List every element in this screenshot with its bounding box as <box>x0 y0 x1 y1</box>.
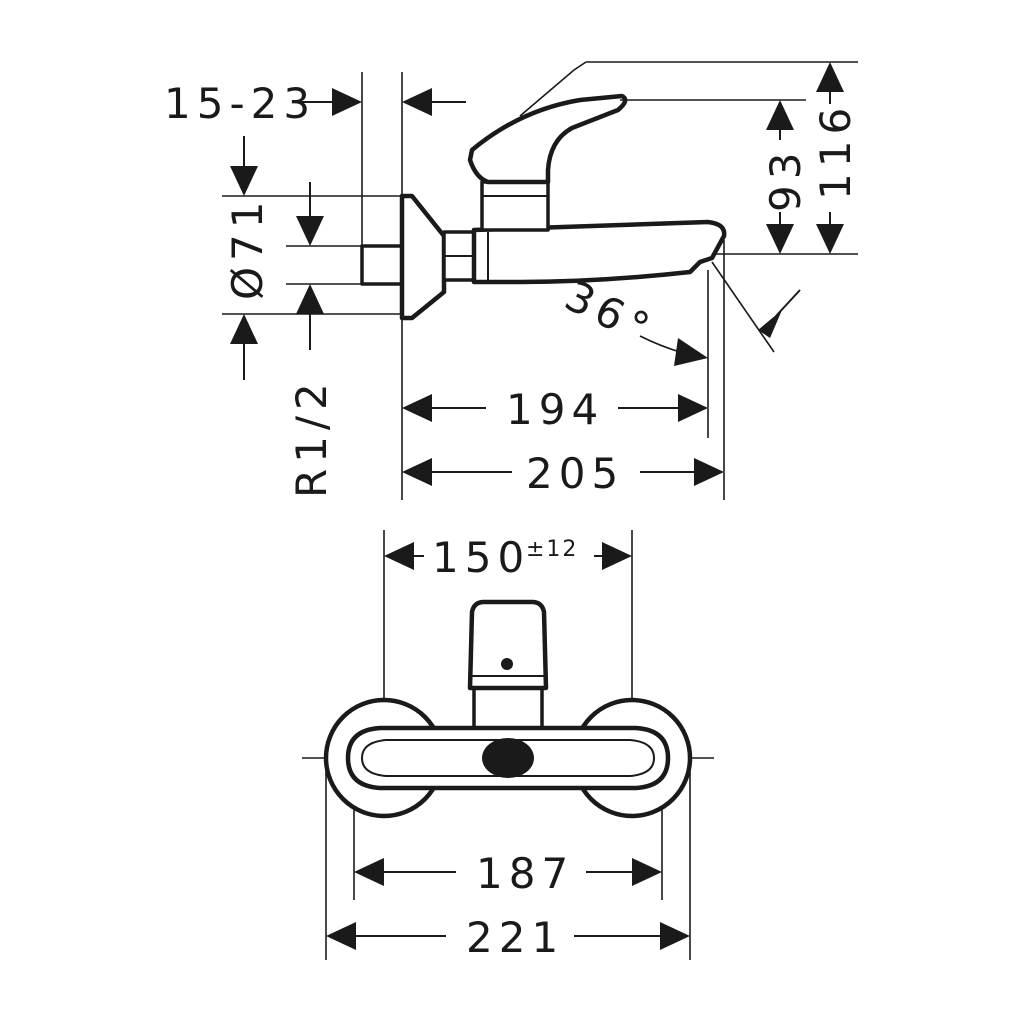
mixer-side-outline <box>360 61 858 321</box>
dim-thread-label: R1/2 <box>287 377 336 498</box>
dim-total-depth-label: 205 <box>526 449 624 498</box>
lever-swing-line <box>519 61 587 117</box>
lever-handle <box>467 93 628 185</box>
dim-flange-diameter-label: Ø71 <box>223 195 272 300</box>
dim-spout-height-label: 93 <box>761 147 810 212</box>
column <box>480 180 550 232</box>
dim-center-distance-label: 150 <box>432 533 530 582</box>
flange <box>399 193 447 321</box>
mixer-front-outline <box>323 599 693 819</box>
side-view: 15-23 Ø71 R1/2 93 116 36° <box>164 61 860 500</box>
dim-spout-reach-label: 194 <box>506 385 604 434</box>
dim-total-width-label: 221 <box>466 913 564 962</box>
dim-body-width-label: 187 <box>476 849 574 898</box>
dim-thread-range-label: 15-23 <box>164 79 316 128</box>
dim-total-height-label: 116 <box>811 102 860 200</box>
dim-center-tolerance-label: ±12 <box>526 537 578 562</box>
lever-indicator-dot <box>501 658 513 670</box>
spout-outlet <box>482 738 534 778</box>
dim-angle-label: 36° <box>558 271 663 356</box>
front-lever <box>467 599 549 691</box>
front-column <box>472 686 544 730</box>
spout-body <box>471 219 727 285</box>
wall-connector <box>360 244 406 286</box>
front-view: 150 ±12 187 221 <box>302 530 714 962</box>
